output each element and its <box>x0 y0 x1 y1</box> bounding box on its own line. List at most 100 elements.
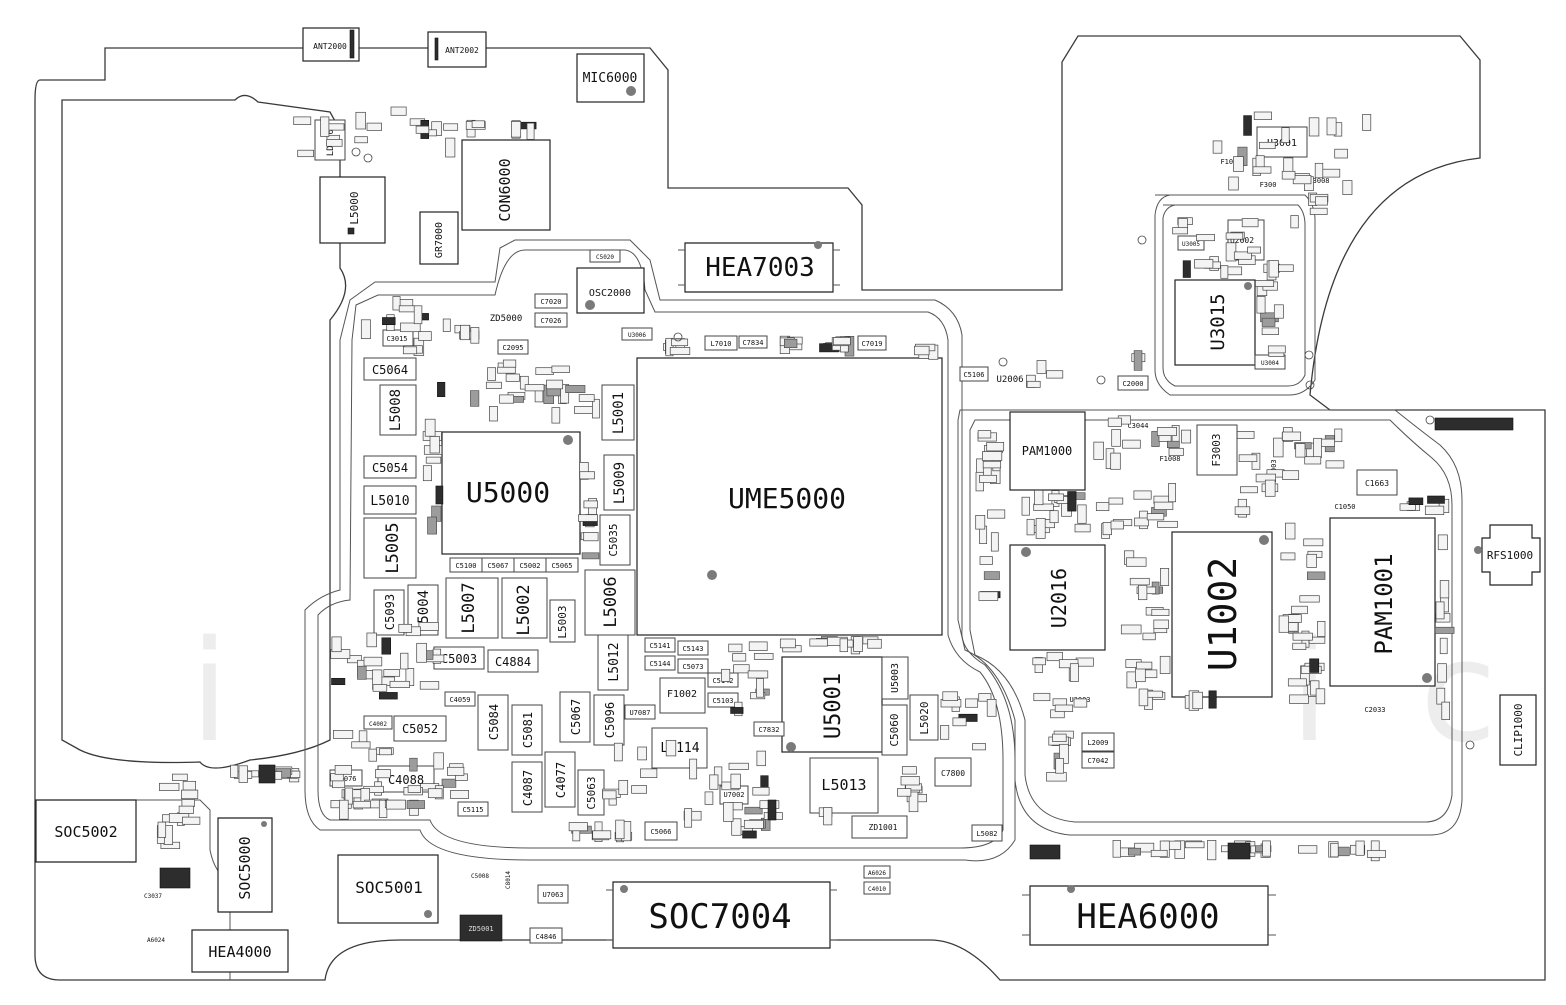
component-SOC7004[interactable]: SOC7004 <box>606 881 837 949</box>
component-C5035[interactable]: U5003 <box>881 656 909 700</box>
component-C7020[interactable]: C7026 <box>534 312 568 328</box>
component-C5103[interactable]: U7087 <box>624 704 656 720</box>
component-HEA4000[interactable]: HEA4000 <box>191 929 289 973</box>
component-A6024[interactable]: A6026 <box>863 865 891 879</box>
component-U5000[interactable]: U5000 <box>441 431 581 555</box>
component-U2016[interactable]: U2016 <box>1009 544 1106 651</box>
component-ANT2000[interactable]: ANT2000 <box>302 27 360 62</box>
component-C5106[interactable]: L5082 <box>971 824 1003 842</box>
component-C8014[interactable]: C5008 <box>471 873 489 880</box>
component-MIC6000[interactable]: MIC6000 <box>576 53 645 103</box>
component-L5008[interactable]: L5009 <box>603 454 635 511</box>
component-C4088[interactable]: C5084 <box>477 694 509 751</box>
component-C5100[interactable]: C5141 <box>644 637 676 653</box>
component-C7834[interactable]: C7019 <box>857 335 887 351</box>
component-C5142[interactable]: C5103 <box>707 692 739 708</box>
component-SOC5001[interactable]: SOC5001 <box>337 854 439 924</box>
component-L5020[interactable]: L5114 <box>651 727 708 769</box>
component-C4076[interactable]: C4059 <box>444 691 476 707</box>
component-C1663[interactable]: C1050 <box>1334 503 1355 511</box>
component-C5060[interactable]: C5064 <box>363 357 417 381</box>
component-RFS1000[interactable]: RFS1000 <box>1474 524 1541 586</box>
component-R1003[interactable]: C3044 <box>1127 422 1148 430</box>
component-ANT2002[interactable]: ANT2002 <box>427 31 487 68</box>
component-U3015[interactable]: U3015 <box>1174 279 1256 366</box>
component-L5007[interactable]: L5008 <box>379 384 417 436</box>
component-L5013[interactable]: L5020 <box>909 694 939 741</box>
component-L5010[interactable]: L5012 <box>597 634 629 691</box>
component-C5081[interactable]: C4087 <box>511 761 543 813</box>
component-L5000[interactable]: L5001 <box>601 384 635 441</box>
component-C2095[interactable]: C5020 <box>589 249 621 263</box>
component-C5065[interactable]: C5002 <box>513 557 547 573</box>
component-C2000[interactable]: C5106 <box>959 366 989 382</box>
component-GR7000[interactable]: GR7000 <box>419 211 459 265</box>
component-L5012[interactable]: L5013 <box>809 757 879 814</box>
component-L5009[interactable]: L5010 <box>363 485 417 515</box>
component-C3037[interactable]: A6024 <box>147 937 165 944</box>
component-C5073[interactable]: C5143 <box>677 640 709 656</box>
component-L5004[interactable]: L5005 <box>363 517 417 579</box>
component-C5066[interactable]: C5065 <box>545 557 579 573</box>
component-C7800[interactable]: C4846 <box>529 927 563 944</box>
component-CON6000[interactable]: CON6000 <box>461 139 551 231</box>
component-U3003[interactable]: C3015 <box>382 329 414 347</box>
component-OSC2000[interactable]: OSC2000 <box>576 267 645 314</box>
component-C5084[interactable]: C5081 <box>511 704 543 756</box>
component-C5096[interactable]: C5063 <box>577 769 605 816</box>
component-U1002[interactable]: U1002 <box>1171 531 1273 698</box>
component-U2002[interactable]: U2006 <box>996 375 1023 385</box>
component-ZD5000[interactable]: ZD5001 <box>459 914 503 942</box>
component-U5001[interactable]: U5001 <box>781 656 883 753</box>
component-C5063[interactable]: C5035 <box>599 514 631 566</box>
component-C3015[interactable]: C2000 <box>1117 375 1149 391</box>
component-ZD5001[interactable]: ZD1001 <box>851 815 908 839</box>
component-F1006[interactable]: F1008 <box>1159 455 1180 463</box>
component-C5003[interactable]: C4884 <box>487 649 539 673</box>
component-L5001[interactable]: L5002 <box>501 577 548 639</box>
component-C4002[interactable]: C5115 <box>457 801 489 817</box>
component-C5067[interactable]: C5096 <box>593 694 625 746</box>
component-L7010[interactable]: C7834 <box>738 335 768 349</box>
component-C1050[interactable]: C2033 <box>1364 706 1385 714</box>
component-C4077[interactable]: C5067 <box>559 691 591 743</box>
component-L5002[interactable]: L5003 <box>549 599 576 643</box>
component-HEA7003[interactable]: HEA7003 <box>678 241 840 293</box>
component-HEA6000[interactable]: HEA6000 <box>1022 885 1276 946</box>
component-U3006[interactable]: U3004 <box>1254 354 1286 370</box>
component-C2033[interactable]: L2009 <box>1081 732 1115 752</box>
component-PAM1000[interactable]: PAM1000 <box>1009 411 1086 491</box>
component-C4010[interactable]: C8014 <box>505 871 512 889</box>
component-SOC5002[interactable]: SOC5002 <box>35 799 137 863</box>
component-C7026[interactable]: C2095 <box>497 339 529 355</box>
component-CLIP1000[interactable]: CLIP1000 <box>1499 694 1537 766</box>
component-F3008[interactable]: F300 <box>1260 181 1277 189</box>
component-C4087[interactable]: C4077 <box>544 751 576 808</box>
component-F300[interactable]: F1006 <box>1220 158 1241 166</box>
component-L5005[interactable]: L5006 <box>584 569 636 636</box>
component-ZD1001[interactable]: C1663 <box>1356 469 1398 496</box>
component-U7001[interactable]: ZD5000 <box>490 314 523 324</box>
component-A6026[interactable]: C4010 <box>863 881 891 895</box>
component-L5082[interactable]: C7800 <box>934 757 972 787</box>
component-F1002[interactable]: F3003 <box>1196 424 1238 476</box>
component-UME5000[interactable]: UME5000 <box>636 357 943 636</box>
component-C4884[interactable]: C5052 <box>393 715 447 742</box>
component-U3005[interactable]: F3008 <box>1308 177 1329 185</box>
component-SOC5000[interactable]: SOC5000 <box>217 817 273 913</box>
component-L5006[interactable]: L5007 <box>445 577 499 639</box>
component-C7019[interactable]: C7020 <box>534 293 568 309</box>
component-C5020[interactable]: U3006 <box>621 327 653 341</box>
component-C3044[interactable]: C3037 <box>144 893 162 900</box>
component-C5144[interactable]: C5073 <box>677 658 709 674</box>
component-C4846[interactable]: U7063 <box>537 884 569 904</box>
component-C7832[interactable]: L7010 <box>704 335 738 351</box>
component-C5115[interactable]: C7832 <box>753 721 785 737</box>
component-C5002[interactable]: C5067 <box>481 557 515 573</box>
component-C4059[interactable]: C4002 <box>363 715 393 730</box>
component-C5067-row[interactable]: C5100 <box>449 557 483 573</box>
component-L2009[interactable]: C7042 <box>1081 751 1115 769</box>
component-C5141[interactable]: C5144 <box>644 655 676 671</box>
component-LD5000[interactable]: L5000 <box>319 176 386 244</box>
component-PAM1001[interactable]: PAM1001 <box>1329 517 1436 687</box>
